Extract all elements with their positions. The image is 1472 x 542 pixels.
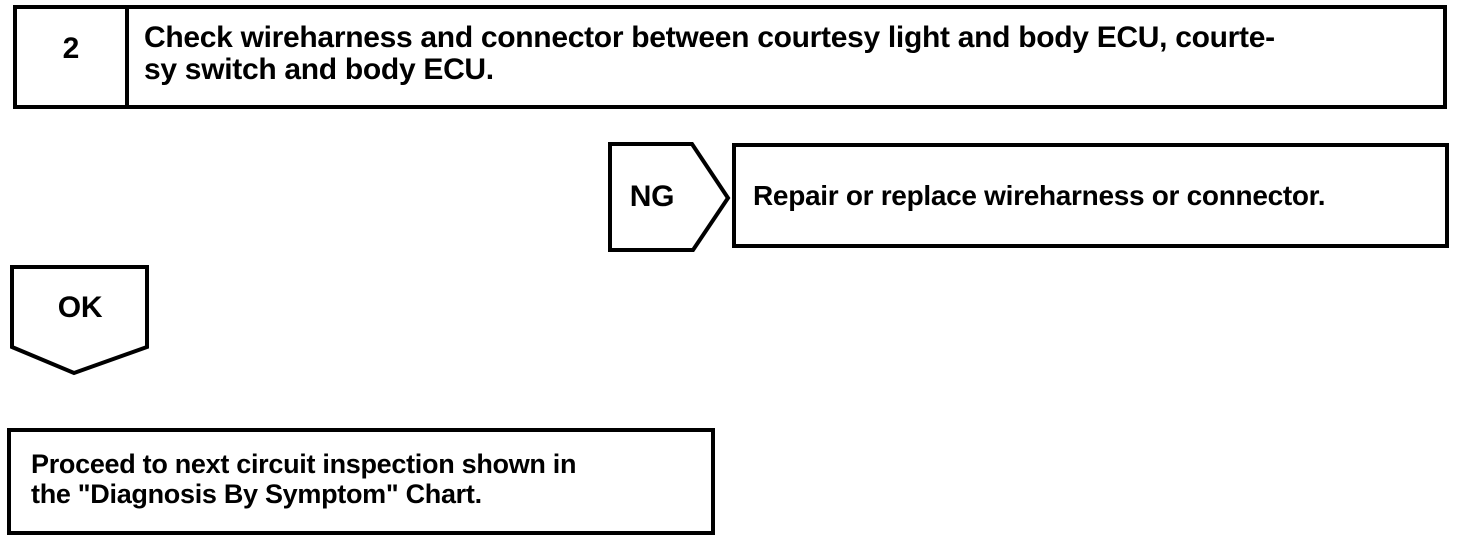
ng-pentagon-icon [608, 142, 731, 252]
step-instruction-line2: sy switch and body ECU. [144, 53, 494, 86]
ok-connector: OK [8, 263, 154, 379]
ng-connector: NG [606, 140, 734, 254]
proceed-box: Proceed to next circuit inspection shown… [7, 428, 715, 535]
ng-result-text: Repair or replace wireharness or connect… [753, 179, 1326, 211]
step-number: 2 [17, 9, 129, 105]
step-instruction-line1: Check wireharness and connector between … [144, 21, 1275, 54]
step-box: 2 Check wireharness and connector betwee… [13, 5, 1447, 109]
ok-pentagon-icon [10, 265, 149, 376]
proceed-line2: the "Diagnosis By Symptom" Chart. [31, 479, 482, 509]
ng-label: NG [629, 179, 675, 213]
proceed-line1: Proceed to next circuit inspection shown… [31, 449, 577, 479]
ng-result-box: Repair or replace wireharness or connect… [732, 143, 1449, 248]
step-instruction: Check wireharness and connector between … [129, 9, 1443, 105]
ok-label: OK [57, 290, 103, 324]
